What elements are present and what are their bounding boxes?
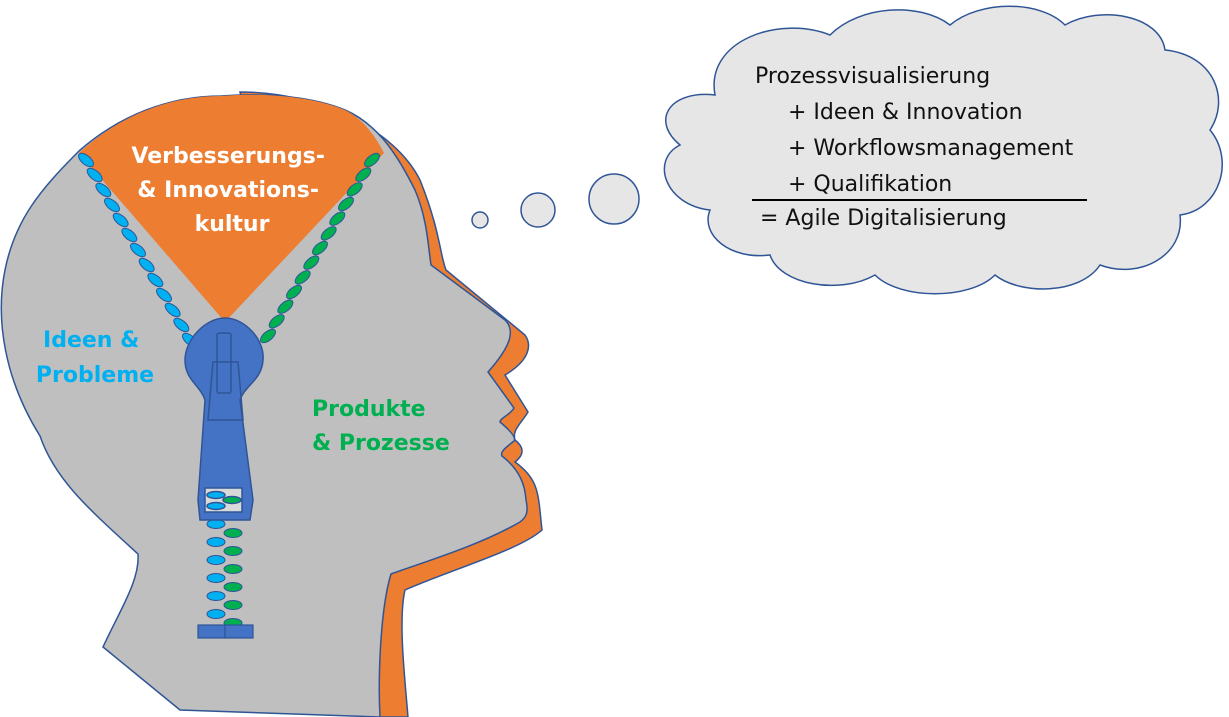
tooth-closed-left — [206, 537, 226, 547]
tooth-right — [355, 167, 372, 182]
tooth-closed-right — [223, 564, 243, 574]
tooth-right — [346, 182, 363, 197]
tooth-right — [277, 299, 294, 314]
top-label: Verbesserungs- & Innovations- kultur — [131, 144, 332, 237]
tooth-right — [268, 314, 285, 329]
tooth-closed-left — [206, 519, 226, 529]
zipper-teeth — [78, 152, 380, 628]
open-zipper-area — [79, 94, 384, 323]
tooth-closed-left — [206, 555, 226, 565]
tooth-left — [78, 152, 94, 168]
tooth-left — [86, 167, 103, 183]
thought-bubbles — [471, 173, 640, 229]
tooth-closed-left — [206, 591, 226, 601]
tooth-right — [329, 211, 346, 226]
tooth-closed-left — [206, 609, 226, 619]
tooth-closed-right — [223, 546, 243, 556]
thought-cloud — [663, 5, 1223, 295]
cloud-text: Prozessvisualisierung + Ideen & Innovati… — [755, 64, 1080, 197]
tooth-left — [156, 287, 172, 303]
zipper-slider — [184, 317, 264, 521]
zipper-bottom-stop — [197, 624, 254, 639]
tooth-left — [173, 317, 190, 333]
tooth-left — [147, 272, 164, 288]
tooth-left — [130, 242, 146, 258]
cloud-result: = Agile Digitalisierung — [760, 206, 1007, 231]
tooth-right — [294, 270, 311, 285]
tooth-left — [104, 197, 120, 213]
tooth-left — [138, 257, 155, 273]
tooth-left — [121, 227, 138, 243]
tooth-right — [286, 284, 302, 300]
tooth-right — [260, 328, 276, 344]
tooth-closed-right — [223, 582, 243, 592]
tooth-left — [164, 302, 181, 318]
tooth-right — [303, 255, 320, 270]
tooth-right — [338, 196, 354, 212]
tooth-closed-right — [223, 600, 243, 610]
tooth-left — [95, 182, 112, 198]
tooth-closed-right — [223, 528, 243, 538]
tooth-left — [112, 212, 129, 228]
tooth-right — [320, 226, 337, 241]
tooth-closed-left — [206, 573, 226, 583]
left-label: Ideen & Probleme — [36, 328, 154, 388]
right-label: Produkte & Prozesse — [312, 397, 450, 456]
tooth-right — [312, 240, 328, 256]
tooth-right — [364, 152, 380, 168]
